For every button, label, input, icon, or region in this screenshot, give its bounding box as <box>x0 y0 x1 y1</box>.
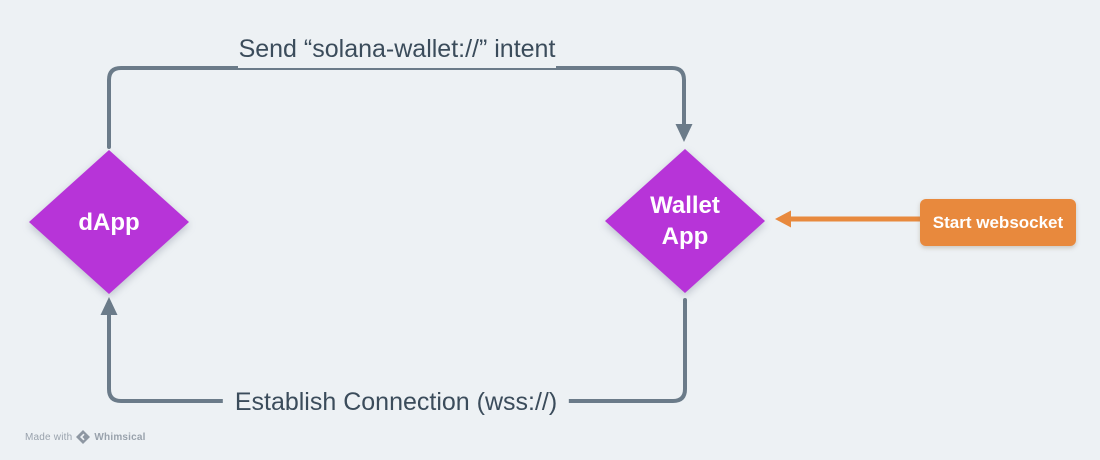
watermark-made-with-text: Made with <box>25 431 73 443</box>
annotation-arrow[interactable] <box>775 210 923 228</box>
edge-send-intent-path <box>107 66 686 149</box>
start-websocket-label: Start websocket <box>932 212 1064 232</box>
edge-label-send-intent: Send “solana-wallet://” intent <box>238 31 556 68</box>
edge-establish-connection-arrowhead <box>100 297 118 315</box>
node-wallet-app-shape: Wallet App <box>605 149 765 293</box>
edge-send-intent-arrowhead <box>675 124 693 142</box>
node-wallet-app[interactable]: Wallet App <box>605 149 765 293</box>
node-dapp-shape: dApp <box>29 150 189 294</box>
edge-send-intent[interactable] <box>107 66 693 149</box>
start-websocket-box[interactable]: Start websocket <box>920 199 1076 246</box>
node-dapp[interactable]: dApp <box>29 150 189 294</box>
edge-label-establish-connection: Establish Connection (wss://) <box>222 386 570 418</box>
annotation-arrowhead <box>775 210 791 228</box>
whimsical-logo-icon <box>76 430 91 444</box>
node-dapp-label: dApp <box>78 208 140 236</box>
node-wallet-app-label: Wallet App <box>650 192 720 250</box>
watermark-brand-text: Whimsical <box>94 431 146 443</box>
whimsical-watermark[interactable]: Made with Whimsical <box>25 430 146 444</box>
